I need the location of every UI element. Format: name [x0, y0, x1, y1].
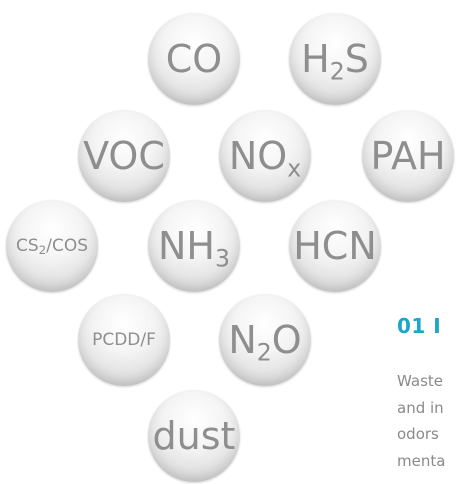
bubble-voc: VOC: [78, 110, 170, 202]
bubble-pah: PAH: [362, 110, 454, 202]
section-body: Waste and in odors menta: [397, 368, 456, 474]
bubble-label: NOx: [228, 134, 302, 183]
bubble-nh3: NH3: [148, 200, 240, 292]
bubble-label: dust: [152, 414, 236, 458]
bubble-label: HCN: [293, 224, 377, 268]
section-heading: 01 I: [397, 314, 442, 338]
bubble-label: VOC: [83, 134, 165, 178]
bubble-nox: NOx: [219, 110, 311, 202]
bubble-dust: dust: [148, 390, 240, 482]
bubble-label: N2O: [228, 318, 302, 367]
bubble-cs2cos: CS2/COS: [6, 200, 98, 292]
body-line: and in: [397, 398, 444, 417]
bubble-h2s: H2S: [289, 13, 381, 105]
bubble-hcn: HCN: [289, 200, 381, 292]
bubble-label: PAH: [370, 134, 446, 178]
bubble-label: CO: [165, 37, 223, 81]
bubble-pcddf: PCDD/F: [78, 294, 170, 386]
bubble-label: PCDD/F: [92, 329, 156, 350]
bubble-label: H2S: [301, 37, 369, 86]
body-line: menta: [397, 451, 446, 470]
bubble-label: NH3: [158, 224, 230, 273]
bubble-n2o: N2O: [219, 294, 311, 386]
bubble-label: CS2/COS: [15, 235, 89, 257]
body-line: Waste: [397, 372, 443, 390]
bubble-co: CO: [148, 13, 240, 105]
body-line: odors: [397, 425, 439, 443]
